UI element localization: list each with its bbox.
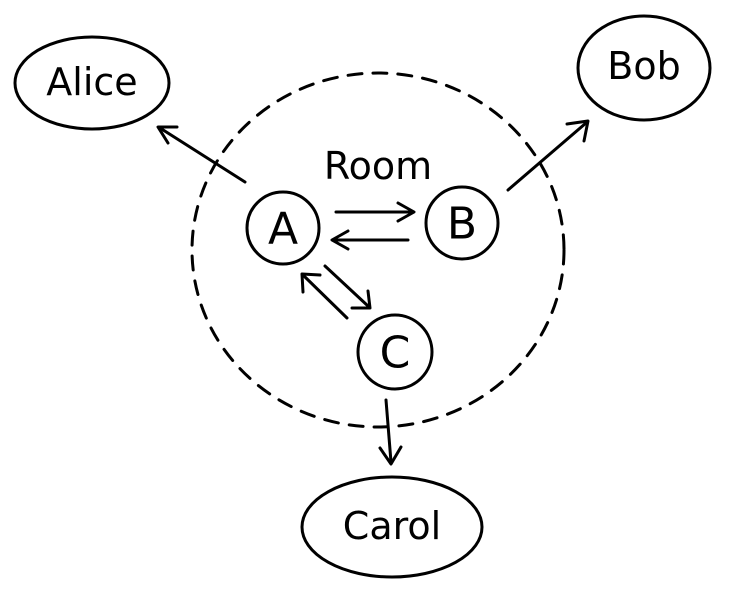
node-c-label: C <box>380 328 411 379</box>
arrow-a-to-c <box>323 264 372 310</box>
user-alice: Alice <box>13 35 171 131</box>
user-bob-ellipse <box>576 14 712 122</box>
node-a-label: A <box>268 204 298 255</box>
arrow-b-to-a <box>330 229 410 251</box>
user-carol: Carol <box>300 475 484 579</box>
node-a-circle <box>245 190 321 266</box>
node-b-circle <box>424 185 500 261</box>
user-carol-label: Carol <box>343 504 441 548</box>
arrow-a-to-b <box>334 201 416 223</box>
room-boundary <box>190 71 566 429</box>
arrow-c-to-a <box>300 272 349 320</box>
user-carol-ellipse <box>300 475 484 579</box>
room-label: Room <box>324 144 432 188</box>
node-b-label: B <box>447 199 477 250</box>
node-a: A <box>245 190 321 266</box>
arrow-b-to-bob <box>506 119 590 192</box>
user-bob-label: Bob <box>607 44 680 88</box>
node-b: B <box>424 185 500 261</box>
user-bob: Bob <box>576 14 712 122</box>
node-c-circle <box>356 313 434 391</box>
user-alice-ellipse <box>13 35 171 131</box>
node-c: C <box>356 313 434 391</box>
arrow-c-to-carol <box>378 398 403 466</box>
arrow-a-to-alice <box>156 125 247 184</box>
user-alice-label: Alice <box>46 60 137 104</box>
